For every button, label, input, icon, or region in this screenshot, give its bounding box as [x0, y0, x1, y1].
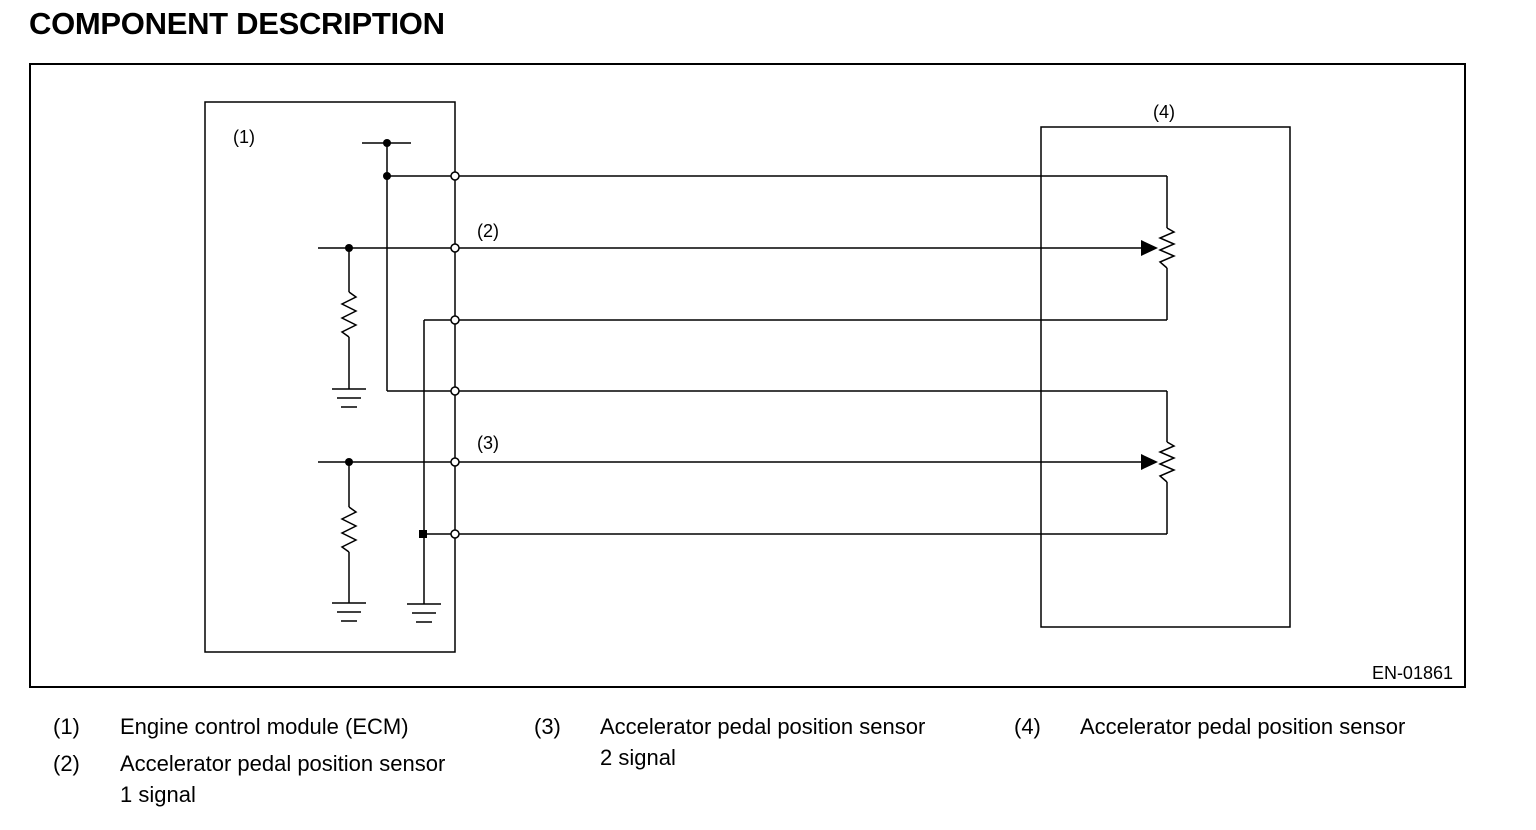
signal1-callout: (2): [477, 221, 499, 241]
legend-number: (1): [53, 714, 80, 739]
page-title: COMPONENT DESCRIPTION: [29, 6, 445, 41]
sensor-box: [1040, 126, 1291, 628]
sensor-callout: (4): [1153, 102, 1175, 122]
legend-number: (3): [534, 714, 561, 739]
legend-text: Accelerator pedal position sensor: [600, 714, 926, 739]
signal2-callout: (3): [477, 433, 499, 453]
figure-id: EN-01861: [1372, 663, 1453, 683]
legend-text: 2 signal: [600, 745, 676, 770]
wiper-arrow-2: [1141, 454, 1158, 470]
legend-text: Accelerator pedal position sensor: [120, 751, 446, 776]
ecm-box: [204, 101, 456, 653]
ecm-callout: (1): [233, 127, 255, 147]
connector-terminals: [450, 171, 460, 539]
legend-number: (4): [1014, 714, 1041, 739]
legend-text: Engine control module (ECM): [120, 714, 409, 739]
wires: [318, 142, 1176, 623]
junction-dots: [345, 139, 427, 538]
legend-text: 1 signal: [120, 782, 196, 807]
legend-text: Accelerator pedal position sensor: [1080, 714, 1406, 739]
diagram-frame: [29, 63, 1466, 688]
wiper-arrow-1: [1141, 240, 1158, 256]
legend-number: (2): [53, 751, 80, 776]
